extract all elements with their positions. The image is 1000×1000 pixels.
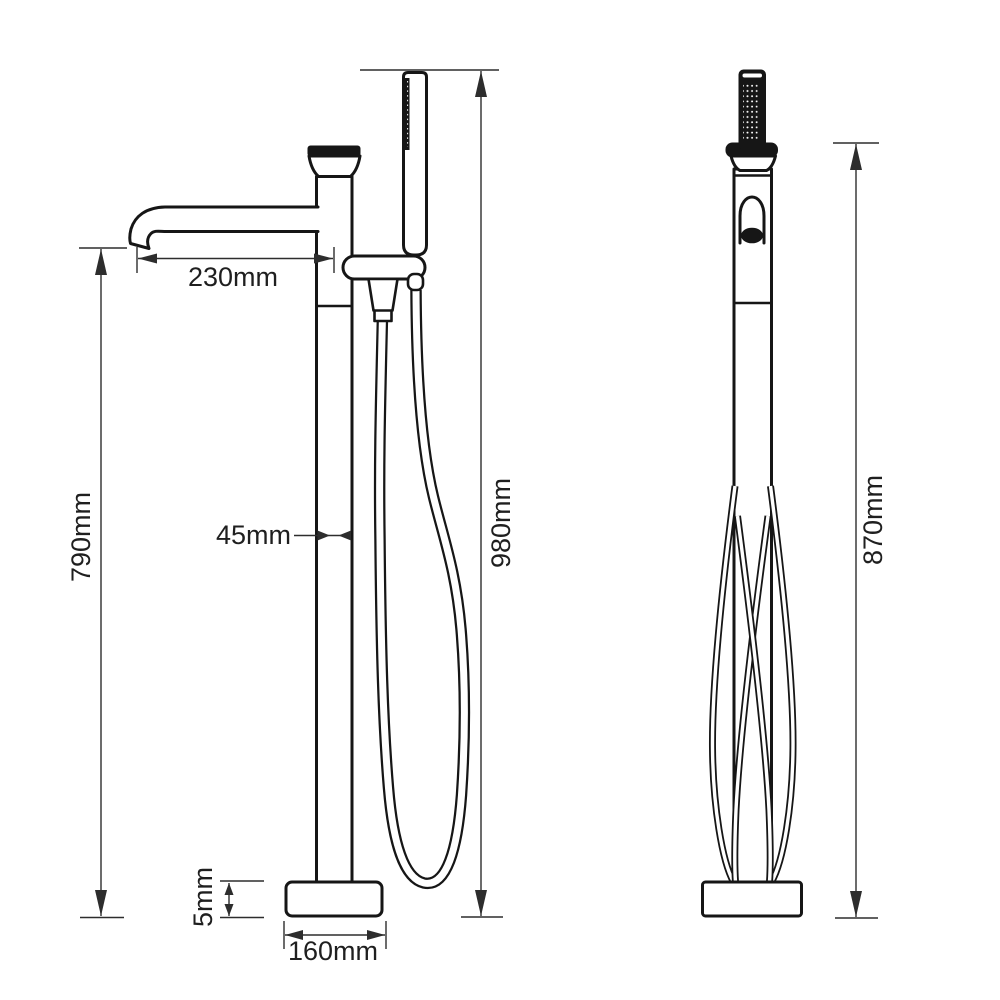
handle-neck (307, 154, 362, 178)
floor-base-side (701, 880, 803, 918)
shower-hose-core (376, 289, 468, 887)
hose-port-left (367, 277, 399, 323)
spout-mouth (741, 227, 763, 244)
hose-port-right (406, 272, 425, 292)
dim-pipe-diameter: 45mm (216, 520, 351, 550)
handle-neck-side (729, 154, 777, 172)
handle-cap (307, 145, 361, 157)
shower-hose-side (708, 485, 797, 884)
wand-slit (742, 73, 762, 78)
dim-spout-height-label: 790mm (66, 492, 96, 582)
dim-side-overall-height: 870mm (833, 142, 888, 919)
dim-spout-reach-label: 230mm (188, 262, 278, 292)
dim-overall-height-label: 980mm (486, 478, 516, 568)
dim-base-thickness-label: 5mm (188, 867, 218, 927)
dim-overall-height: 980mm (360, 69, 516, 918)
floor-base (284, 880, 384, 918)
wand-spray-strip (404, 78, 410, 150)
dim-side-overall-height-label: 870mm (858, 475, 888, 565)
dim-base-thickness: 5mm (188, 867, 264, 927)
side-view: 870mm (701, 69, 888, 919)
front-view: 980mm 790mm 230mm 45mm (66, 69, 516, 966)
wand-nozzle-dots (743, 82, 758, 140)
dim-spout-reach: 230mm (136, 247, 335, 292)
dim-base-diameter: 160mm (283, 921, 387, 966)
riser-pipe (315, 175, 354, 885)
dim-spout-height: 790mm (66, 247, 127, 919)
dim-base-diameter-label: 160mm (288, 936, 378, 966)
spout (128, 205, 320, 250)
dim-pipe-diameter-label: 45mm (216, 520, 291, 550)
